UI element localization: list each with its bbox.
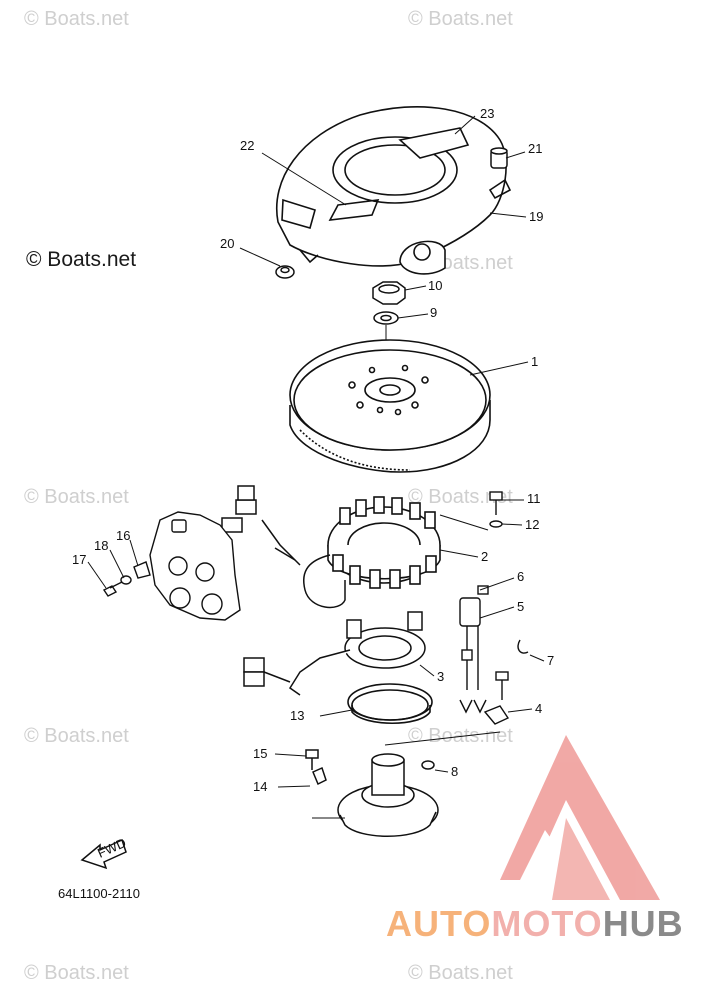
watermark-text: © Boats.net xyxy=(24,725,129,747)
callout-23: 23 xyxy=(480,106,494,121)
callout-6: 6 xyxy=(517,569,524,584)
callout-12: 12 xyxy=(525,517,539,532)
callout-19: 19 xyxy=(529,209,543,224)
brand-part-1: AUTO xyxy=(386,903,492,944)
callout-11: 11 xyxy=(527,491,541,506)
collar-part xyxy=(490,147,508,169)
callout-16: 16 xyxy=(116,528,130,543)
nut-part xyxy=(372,281,406,305)
callout-3: 3 xyxy=(437,669,444,684)
callout-5: 5 xyxy=(517,599,524,614)
grommet-part xyxy=(275,265,295,279)
washer-part xyxy=(373,311,399,325)
bracket-part xyxy=(459,585,529,714)
diagram-code: 64L1100-2110 xyxy=(58,886,140,901)
watermark-main: © Boats.net xyxy=(26,248,137,271)
stator-part xyxy=(327,496,441,589)
callout-21: 21 xyxy=(528,141,542,156)
callout-17: 17 xyxy=(72,552,86,567)
callout-10: 10 xyxy=(428,278,442,293)
stator-wiring xyxy=(221,485,346,609)
fwd-arrow-icon xyxy=(80,838,127,870)
watermark-text: © Boats.net xyxy=(24,486,129,508)
callout-4: 4 xyxy=(535,701,542,716)
clamp-part xyxy=(483,671,510,725)
brand-wordmark: AUTOMOTOHUB xyxy=(386,903,684,945)
callout-22: 22 xyxy=(240,138,254,153)
callout-7: 7 xyxy=(547,653,554,668)
callout-20: 20 xyxy=(220,236,234,251)
brand-logo-icon xyxy=(500,735,660,900)
pulser-coil-part xyxy=(243,611,426,696)
callout-15: 15 xyxy=(253,746,267,761)
watermark-text: © Boats.net xyxy=(24,8,129,30)
leader-lines xyxy=(87,115,545,788)
brand-part-2: MOTO xyxy=(491,903,603,944)
callout-13: 13 xyxy=(290,708,304,723)
flywheel-part xyxy=(289,339,491,473)
engine-block xyxy=(149,511,241,621)
callout-2: 2 xyxy=(481,549,488,564)
watermark-text: © Boats.net xyxy=(408,486,513,508)
callout-1: 1 xyxy=(531,354,538,369)
callout-9: 9 xyxy=(430,305,437,320)
ring-part xyxy=(347,683,433,725)
bolt-part xyxy=(489,491,503,528)
flywheel-cover xyxy=(276,106,512,275)
small-bracket-part xyxy=(102,561,151,597)
watermark-text: © Boats.net xyxy=(408,8,513,30)
callout-8: 8 xyxy=(451,764,458,779)
watermark-text: © Boats.net xyxy=(408,962,513,984)
brand-part-3: HUB xyxy=(602,903,684,944)
callout-18: 18 xyxy=(94,538,108,553)
base-plate-part xyxy=(305,749,439,837)
watermark-text: © Boats.net xyxy=(24,962,129,984)
callout-14: 14 xyxy=(253,779,267,794)
